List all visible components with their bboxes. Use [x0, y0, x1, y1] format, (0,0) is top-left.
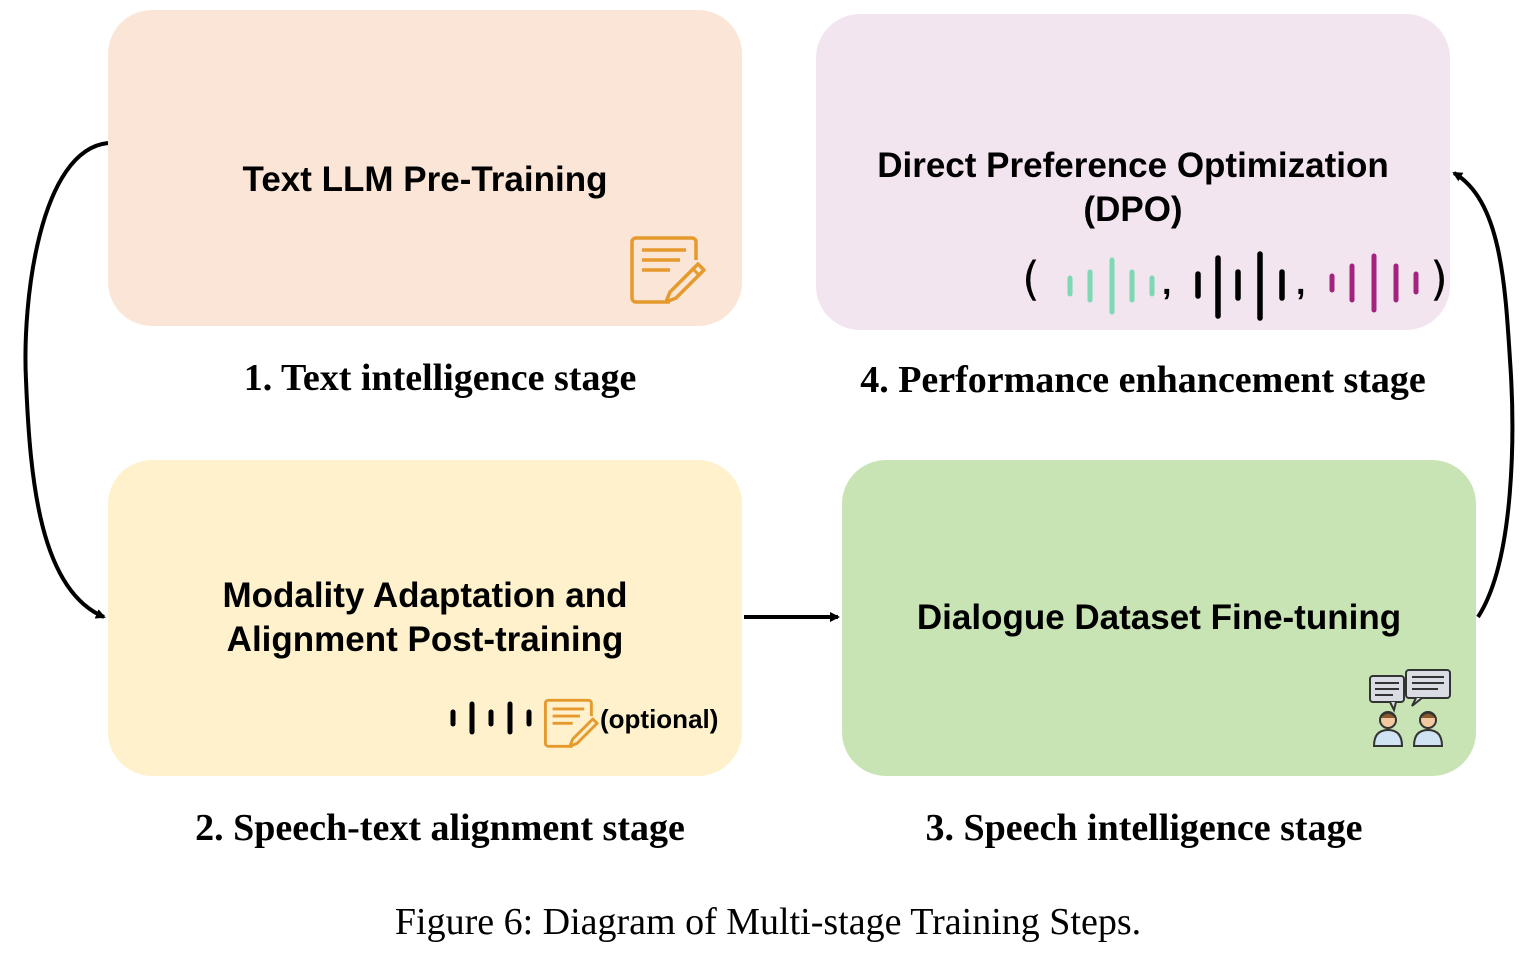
stage1-label: 1. Text intelligence stage	[243, 357, 637, 399]
arrow-stage1-to-stage2	[23, 141, 109, 619]
tuple-separator-1: ,	[1162, 264, 1172, 302]
stage3-box-title: Dialogue Dataset Fine-tuning	[916, 598, 1402, 637]
stage2-box: Modality Adaptation and Alignment Post-t…	[108, 460, 742, 776]
stage4-box-title-line1: Direct Preference Optimization	[877, 146, 1389, 185]
speech-wave-icon-green	[1067, 257, 1155, 315]
tuple-separator-2: ,	[1296, 264, 1306, 302]
speech-wave-icon	[450, 701, 532, 735]
tuple-close-paren: )	[1430, 252, 1448, 306]
stage3-box: Dialogue Dataset Fine-tuning	[842, 460, 1476, 776]
speech-wave-icon-magenta	[1329, 253, 1419, 313]
figure-caption: Figure 6: Diagram of Multi-stage Trainin…	[394, 901, 1142, 943]
stage4-label: 4. Performance enhancement stage	[860, 359, 1426, 401]
stage3-label: 3. Speech intelligence stage	[925, 807, 1363, 849]
tuple-open-paren: (	[1022, 252, 1040, 306]
notepad-pencil-icon	[544, 698, 599, 748]
arrow-stage3-to-stage4	[1452, 171, 1515, 619]
stage4-box-title-line2: (DPO)	[1083, 190, 1183, 229]
stage1-box-title: Text LLM Pre-Training	[242, 160, 608, 199]
stage2-box-title-line2: Alignment Post-training	[226, 620, 624, 659]
stage2-box-title-line1: Modality Adaptation and	[222, 576, 628, 615]
notepad-pencil-icon	[630, 236, 706, 304]
optional-note: (optional)	[600, 704, 719, 734]
stage1-box: Text LLM Pre-Training	[108, 10, 742, 326]
speech-wave-icon-black	[1195, 251, 1285, 321]
stage2-label: 2. Speech-text alignment stage	[195, 807, 685, 849]
dialogue-people-icon	[1369, 669, 1451, 747]
